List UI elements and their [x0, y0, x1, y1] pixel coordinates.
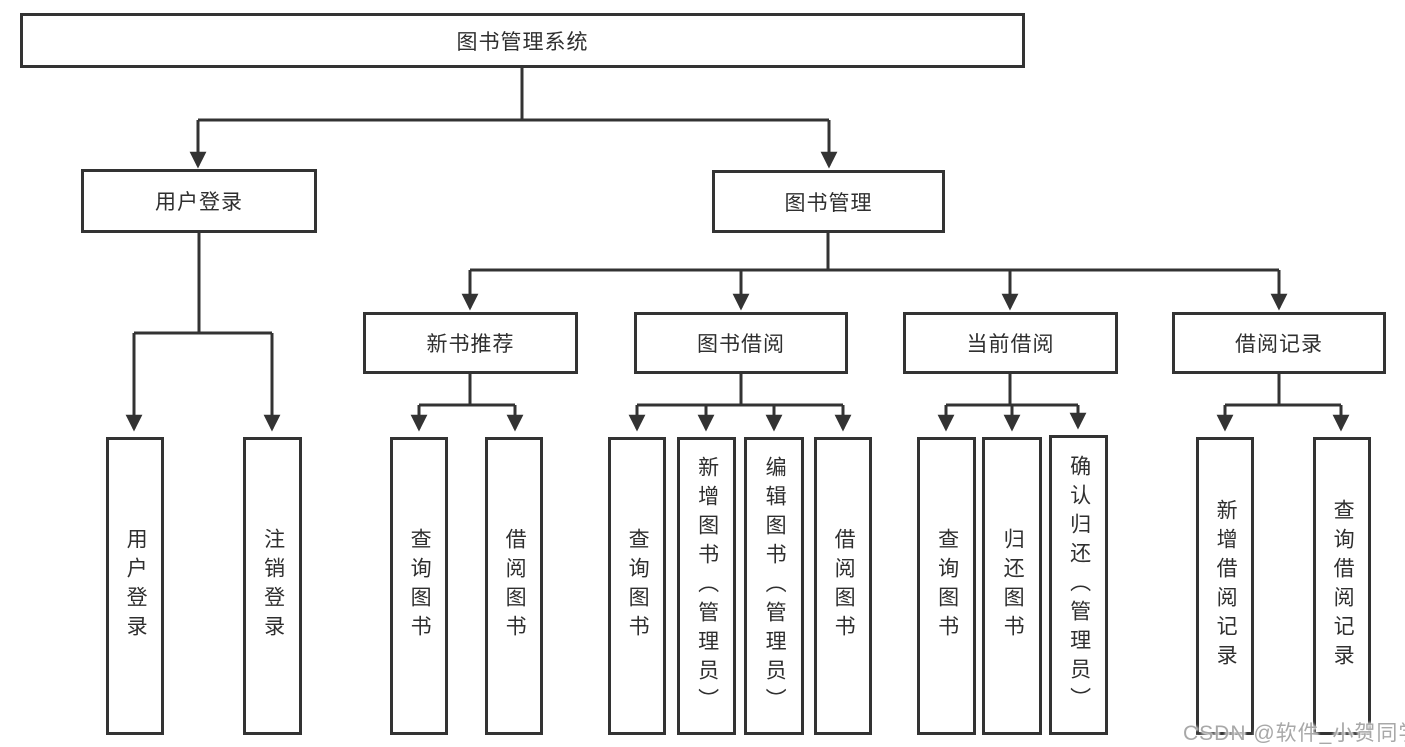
node-label: 图书借阅	[697, 333, 785, 356]
leaf-label: 用户登录	[124, 528, 148, 644]
leaf-confirm-return-admin: 确认归还（管理员）	[1049, 435, 1108, 735]
leaf-label: 确认归还（管理员）	[1067, 454, 1091, 716]
leaf-query-books-borrow: 查询图书	[608, 437, 666, 735]
leaf-label: 查询图书	[626, 528, 650, 644]
leaf-label: 查询图书	[408, 528, 432, 644]
node-label: 当前借阅	[966, 333, 1055, 356]
node-label: 图书管理系统	[456, 30, 589, 54]
leaf-label: 查询图书	[935, 528, 959, 644]
node-label: 用户登录	[155, 191, 243, 214]
leaf-add-borrow-record: 新增借阅记录	[1196, 437, 1254, 735]
node-label: 借阅记录	[1235, 333, 1323, 356]
leaf-label: 注销登录	[261, 528, 285, 644]
node-library-management-system: 图书管理系统	[20, 13, 1025, 68]
leaf-label: 编辑图书（管理员）	[763, 455, 787, 717]
leaf-label: 借阅图书	[503, 528, 527, 644]
node-new-book-recommendation: 新书推荐	[363, 312, 578, 374]
node-label: 新书推荐	[426, 333, 515, 356]
node-book-borrowing: 图书借阅	[634, 312, 848, 374]
leaf-borrow-books: 借阅图书	[814, 437, 872, 735]
node-borrowing-records: 借阅记录	[1172, 312, 1386, 374]
leaf-label: 新增借阅记录	[1214, 499, 1238, 673]
leaf-logout: 注销登录	[243, 437, 302, 735]
csdn-watermark: CSDN @软件_小贺同学	[1183, 722, 1405, 745]
node-user-login: 用户登录	[81, 169, 317, 233]
leaf-add-book-admin: 新增图书（管理员）	[677, 437, 736, 735]
leaf-label: 归还图书	[1001, 528, 1025, 644]
leaf-query-books-recommend: 查询图书	[390, 437, 448, 735]
leaf-return-books: 归还图书	[982, 437, 1042, 735]
leaf-label: 查询借阅记录	[1331, 499, 1355, 673]
leaf-edit-book-admin: 编辑图书（管理员）	[744, 437, 804, 735]
node-book-management: 图书管理	[712, 170, 945, 233]
leaf-borrow-books-recommend: 借阅图书	[485, 437, 543, 735]
leaf-query-borrow-record: 查询借阅记录	[1313, 437, 1371, 735]
node-label: 图书管理	[784, 191, 873, 215]
leaf-user-login: 用户登录	[106, 437, 164, 735]
leaf-query-books-current: 查询图书	[917, 437, 976, 735]
leaf-label: 借阅图书	[832, 528, 856, 644]
node-current-borrowing: 当前借阅	[903, 312, 1118, 374]
leaf-label: 新增图书（管理员）	[695, 455, 719, 717]
